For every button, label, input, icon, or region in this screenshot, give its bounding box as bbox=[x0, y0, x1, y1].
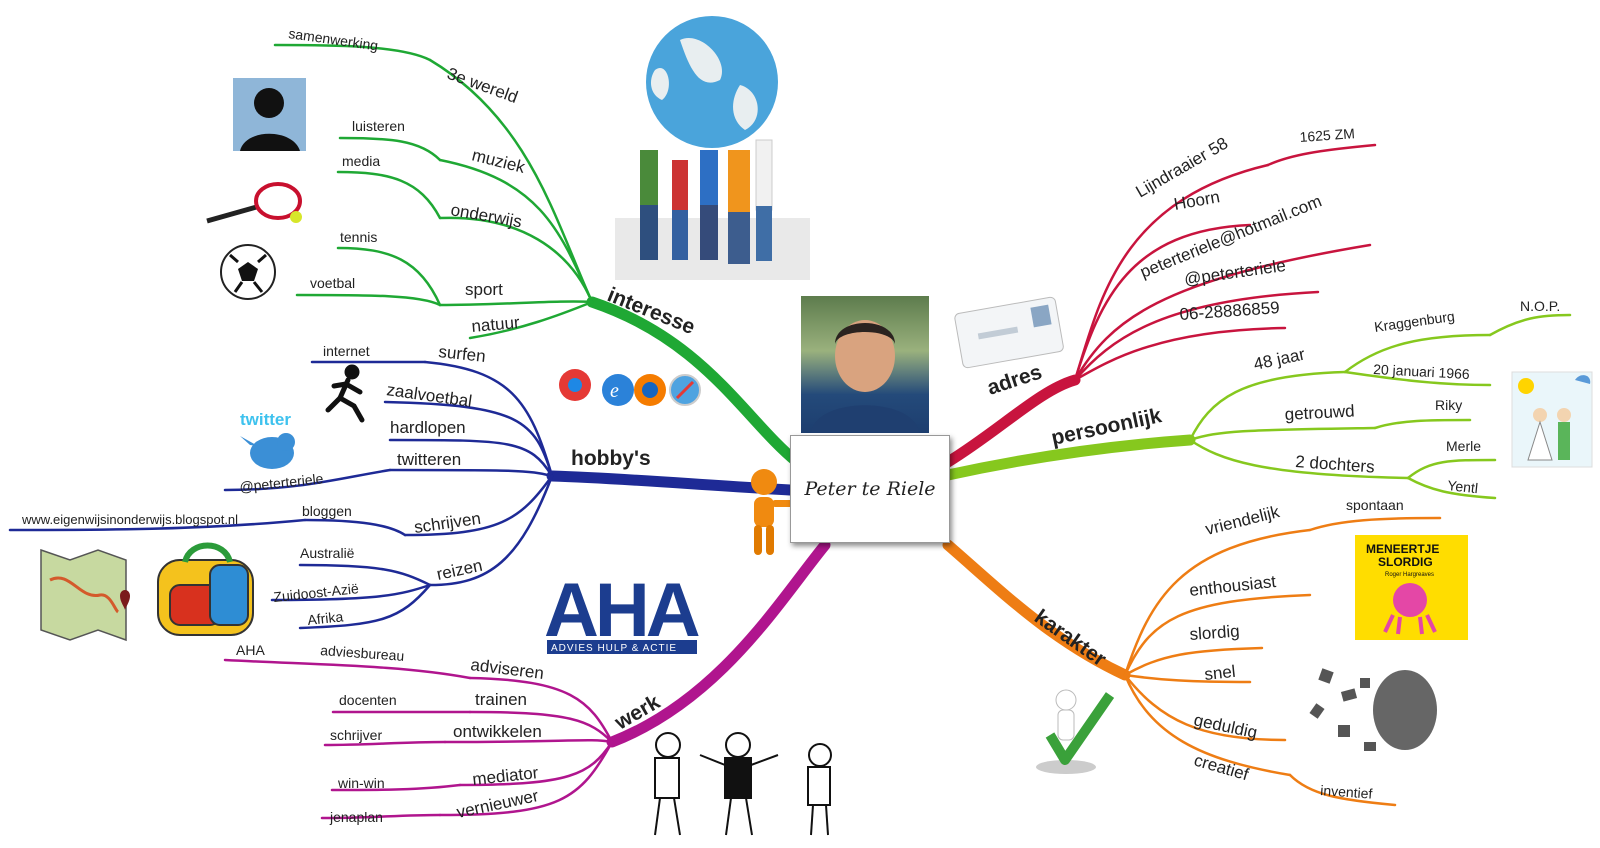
wedding-drawing-icon bbox=[1511, 371, 1593, 468]
leaf-inventief: inventief bbox=[1320, 782, 1373, 802]
leaf-docenten: docenten bbox=[339, 692, 397, 708]
aha-logo-subtitle: ADVIES HULP & ACTIE bbox=[551, 643, 677, 654]
item-surfen: surfen bbox=[438, 342, 487, 366]
item-ontwikkelen: ontwikkelen bbox=[453, 722, 542, 741]
karakter-branches bbox=[1123, 516, 1442, 807]
backpack-icon bbox=[157, 542, 254, 636]
item-leeftijd: 48 jaar bbox=[1252, 344, 1307, 373]
item-snel: snel bbox=[1203, 662, 1236, 684]
leaf-bloggen: bloggen bbox=[302, 503, 352, 519]
item-trainen: trainen bbox=[475, 690, 527, 709]
leaf-luisteren: luisteren bbox=[352, 118, 405, 134]
leaf-samenwerking: samenwerking bbox=[288, 25, 380, 53]
leaf-media: media bbox=[342, 153, 380, 169]
leaf-win-win: win-win bbox=[337, 775, 385, 791]
map-icon bbox=[40, 548, 130, 642]
item-plaats: Hoorn bbox=[1172, 187, 1221, 214]
leaf-adviesbureau: adviesbureau bbox=[320, 642, 405, 664]
leaf-nop: N.O.P. bbox=[1520, 298, 1560, 314]
item-hardlopen: hardlopen bbox=[390, 418, 466, 437]
branch-label-hobbys: hobby's bbox=[571, 447, 651, 470]
item-vernieuwer: vernieuwer bbox=[455, 786, 541, 822]
checkmark-figure-icon bbox=[1036, 689, 1115, 774]
tennis-racket-icon bbox=[206, 182, 302, 224]
center-name: Peter te Riele bbox=[804, 478, 936, 500]
interesse-branches bbox=[273, 43, 594, 340]
book-title-line2: SLORDIG bbox=[1378, 555, 1433, 569]
leaf-aha: AHA bbox=[236, 642, 265, 658]
dissolving-head-icon bbox=[1309, 668, 1437, 751]
twitter-wordmark: twitter bbox=[240, 410, 291, 429]
leaf-voetbal: voetbal bbox=[310, 275, 355, 291]
adres-trunk bbox=[942, 374, 1081, 468]
werk-trunk bbox=[606, 539, 831, 748]
leaf-jenaplan: jenaplan bbox=[329, 809, 383, 825]
headphones-silhouette-icon bbox=[233, 78, 306, 151]
profile-photo bbox=[801, 296, 929, 433]
persoonlijk-branches bbox=[1188, 313, 1572, 500]
leaf-kraggenburg: Kraggenburg bbox=[1373, 308, 1455, 335]
hobbys-branches bbox=[8, 360, 554, 630]
twitter-bird-icon: twitter bbox=[240, 410, 295, 469]
item-muziek: muziek bbox=[470, 145, 527, 177]
leaf-australie: Australië bbox=[300, 545, 355, 561]
book-cover-icon: MENEERTJE SLORDIG Roger Hargreaves bbox=[1355, 535, 1468, 640]
item-reizen: reizen bbox=[435, 556, 484, 584]
leaf-riky: Riky bbox=[1435, 397, 1462, 413]
item-creatief: creatief bbox=[1192, 751, 1251, 785]
leaf-spontaan: spontaan bbox=[1346, 497, 1404, 513]
aha-logo-text: AHA bbox=[544, 568, 699, 653]
person-figure-icon bbox=[751, 469, 794, 555]
persoonlijk-trunk bbox=[942, 434, 1196, 481]
item-zaalvoetbal: zaalvoetbal bbox=[385, 380, 473, 411]
karakter-trunk bbox=[942, 539, 1131, 681]
item-twitteren: twitteren bbox=[397, 450, 461, 469]
item-getrouwd: getrouwd bbox=[1284, 401, 1355, 424]
item-geduldig: geduldig bbox=[1192, 710, 1259, 742]
werk-branches bbox=[223, 658, 614, 820]
leaf-merle: Merle bbox=[1446, 438, 1481, 454]
interesse-trunk bbox=[586, 296, 803, 468]
item-mediator: mediator bbox=[471, 763, 539, 789]
item-slordig: slordig bbox=[1189, 622, 1240, 644]
soccer-ball-icon bbox=[220, 244, 276, 300]
item-vriendelijk: vriendelijk bbox=[1203, 502, 1281, 539]
aha-logo: AHA ADVIES HULP & ACTIE bbox=[544, 568, 703, 654]
center-node: Peter te Riele bbox=[790, 435, 950, 543]
leaf-twitter-handle: @peterteriele bbox=[239, 470, 325, 495]
runner-icon bbox=[325, 364, 365, 423]
item-telefoon: 06-28886859 bbox=[1179, 298, 1280, 324]
item-onderwijs: onderwijs bbox=[449, 200, 523, 231]
item-twitter: @peterteriele bbox=[1183, 256, 1287, 289]
leaf-yentl: Yentl bbox=[1447, 477, 1479, 496]
item-enthousiast: enthousiast bbox=[1188, 572, 1277, 600]
item-natuur: natuur bbox=[471, 313, 521, 336]
browsers-icon: e bbox=[559, 369, 701, 406]
leaf-zuidoost-azie: Zuidoost-Azië bbox=[273, 580, 360, 605]
leaf-afrika: Afrika bbox=[307, 608, 344, 628]
book-author: Roger Hargreaves bbox=[1385, 572, 1434, 578]
leaf-internet: internet bbox=[323, 343, 370, 359]
branch-label-karakter: karakter bbox=[1030, 605, 1110, 671]
svg-text:e: e bbox=[610, 380, 619, 402]
adres-branches bbox=[1073, 143, 1377, 382]
leaf-blog-url: www.eigenwijsinonderwijs.blogspot.nl bbox=[21, 512, 238, 527]
book-title-line1: MENEERTJE bbox=[1366, 542, 1439, 556]
leaf-geboortedatum: 20 januari 1966 bbox=[1373, 361, 1470, 382]
globe-children-icon bbox=[615, 16, 810, 280]
cartoon-figures-icon bbox=[654, 732, 832, 836]
envelope-icon bbox=[954, 296, 1064, 369]
item-sport: sport bbox=[465, 280, 503, 299]
leaf-schrijver: schrijver bbox=[330, 727, 382, 743]
leaf-tennis: tennis bbox=[340, 229, 377, 245]
leaf-postcode: 1625 ZM bbox=[1299, 125, 1355, 145]
